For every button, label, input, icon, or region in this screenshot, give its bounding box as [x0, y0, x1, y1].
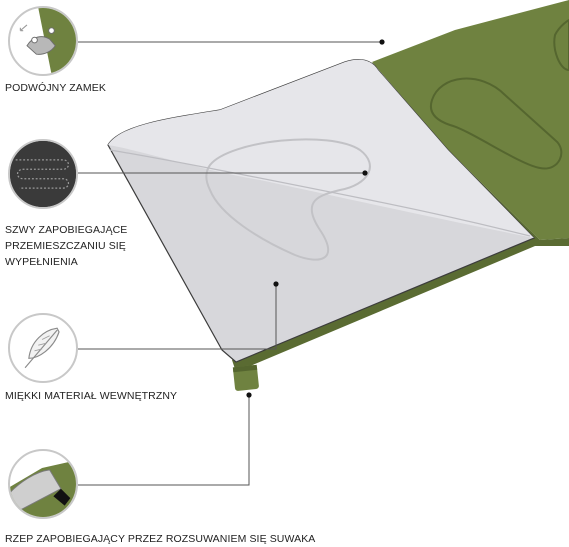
shell-outer-fabric: [372, 0, 569, 240]
anchor-dot-zipper: [379, 39, 385, 45]
anchor-dot-velcro: [246, 392, 252, 398]
lining-crease: [109, 149, 531, 237]
double-zipper-icon: [8, 6, 78, 76]
feature-label-anti-shift-seams: SZWY ZAPOBIEGAJĄCE PRZEMIESZCZANIU SIĘ W…: [5, 224, 128, 268]
feature-label-soft-lining: MIĘKKI MATERIAŁ WEWNĘTRZNY: [5, 390, 178, 402]
shell-quilt-seam-2: [553, 18, 569, 72]
leader-line-velcro: [78, 395, 250, 486]
lining-quilt-seam: [205, 138, 371, 261]
shell-quilt-seam: [430, 77, 563, 170]
velcro-tab-icon: [8, 449, 78, 519]
quilted-seam-icon: [8, 139, 78, 209]
lining-fold: [108, 59, 534, 238]
anchor-dot-lining: [273, 281, 279, 287]
feature-label-double-zipper: PODWÓJNY ZAMEK: [5, 82, 106, 94]
velcro-tab-edge: [232, 364, 258, 373]
leader-line-lining: [78, 284, 277, 350]
feather-icon: [8, 313, 78, 383]
anchor-dot-seams: [362, 170, 368, 176]
feature-label-zipper-stopper: RZEP ZAPOBIEGAJĄCY PRZEZ ROZSUWANIEM SIĘ…: [5, 533, 316, 545]
